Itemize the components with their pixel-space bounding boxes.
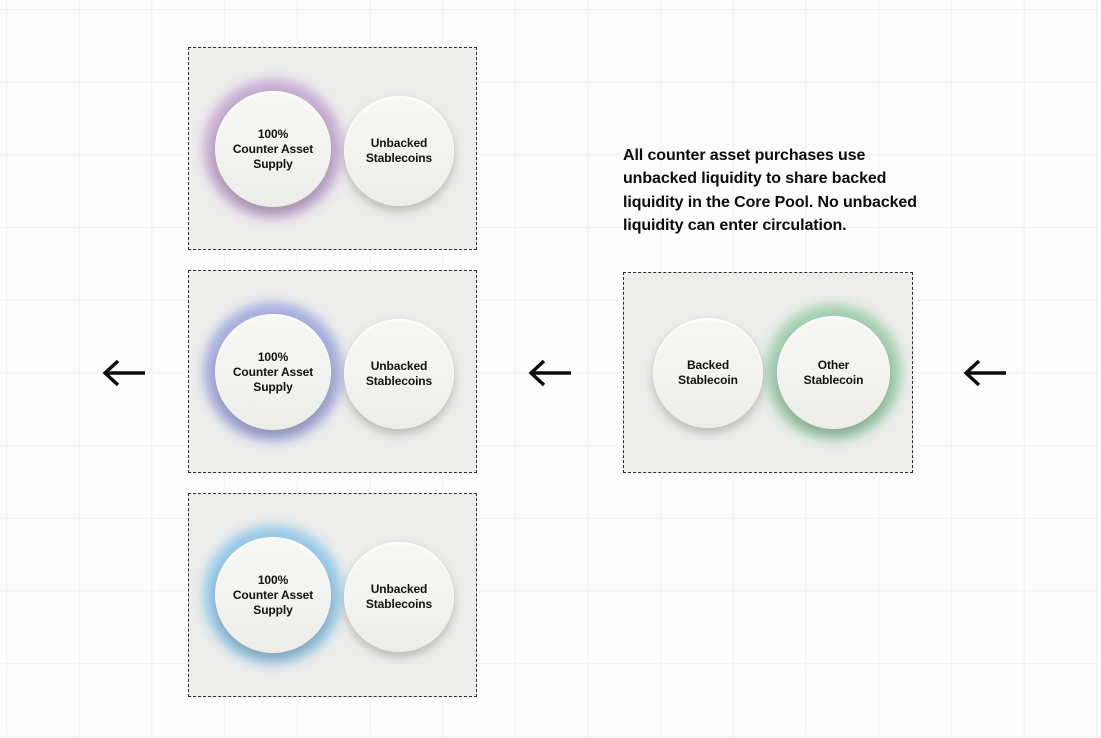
unbacked-stablecoins-circle: Unbacked Stablecoins bbox=[344, 542, 454, 652]
core-pool-box: Backed Stablecoin Other Stablecoin bbox=[623, 272, 913, 473]
counter-asset-pool-box-bottom: 100% Counter Asset Supply Unbacked Stabl… bbox=[188, 493, 477, 697]
circle-label-line: Unbacked bbox=[370, 136, 428, 150]
unbacked-stablecoins-circle: Unbacked Stablecoins bbox=[344, 96, 454, 206]
note-line: liquidity in the Core Pool. No unbacked bbox=[623, 193, 917, 211]
circle-label-line: Stablecoin bbox=[678, 373, 738, 387]
circle-label-line: 100% bbox=[257, 349, 289, 364]
circle-label-line: Supply bbox=[253, 379, 293, 394]
backed-stablecoin-circle: Backed Stablecoin bbox=[653, 318, 763, 428]
circle-label-line: Counter Asset bbox=[232, 364, 314, 379]
circle-label-line: Stablecoins bbox=[365, 597, 433, 611]
circle-label-line: Unbacked bbox=[370, 359, 428, 373]
counter-asset-supply-circle: 100% Counter Asset Supply bbox=[215, 314, 331, 430]
circle-label-line: Counter Asset bbox=[232, 587, 314, 602]
circle-label-line: Other bbox=[817, 357, 850, 372]
note-line: All counter asset purchases use bbox=[623, 147, 866, 164]
core-pool-description: All counter asset purchases use unbacked… bbox=[623, 144, 953, 238]
note-line: unbacked liquidity to share backed bbox=[623, 170, 887, 188]
left-arrow-icon bbox=[963, 359, 1006, 387]
counter-asset-pool-box-middle: 100% Counter Asset Supply Unbacked Stabl… bbox=[188, 270, 477, 473]
circle-label-line: Unbacked bbox=[370, 582, 428, 596]
unbacked-stablecoins-circle: Unbacked Stablecoins bbox=[344, 319, 454, 429]
left-arrow-icon bbox=[528, 359, 571, 387]
counter-asset-supply-circle: 100% Counter Asset Supply bbox=[215, 91, 331, 207]
counter-asset-supply-circle: 100% Counter Asset Supply bbox=[215, 537, 331, 653]
circle-label-line: Stablecoin bbox=[803, 372, 864, 387]
note-line: liquidity can enter circulation. bbox=[623, 217, 847, 235]
circle-label-line: Counter Asset bbox=[232, 141, 314, 156]
circle-label-line: Supply bbox=[253, 602, 293, 617]
circle-label-line: 100% bbox=[257, 126, 289, 141]
circle-label-line: Backed bbox=[686, 358, 730, 372]
circle-label-line: 100% bbox=[257, 572, 289, 587]
circle-label-line: Supply bbox=[253, 156, 293, 171]
counter-asset-pool-box-top: 100% Counter Asset Supply Unbacked Stabl… bbox=[188, 47, 477, 250]
circle-label-line: Stablecoins bbox=[365, 151, 433, 165]
left-arrow-icon bbox=[102, 359, 145, 387]
other-stablecoin-circle: Other Stablecoin bbox=[777, 316, 890, 429]
circle-label-line: Stablecoins bbox=[365, 374, 433, 388]
